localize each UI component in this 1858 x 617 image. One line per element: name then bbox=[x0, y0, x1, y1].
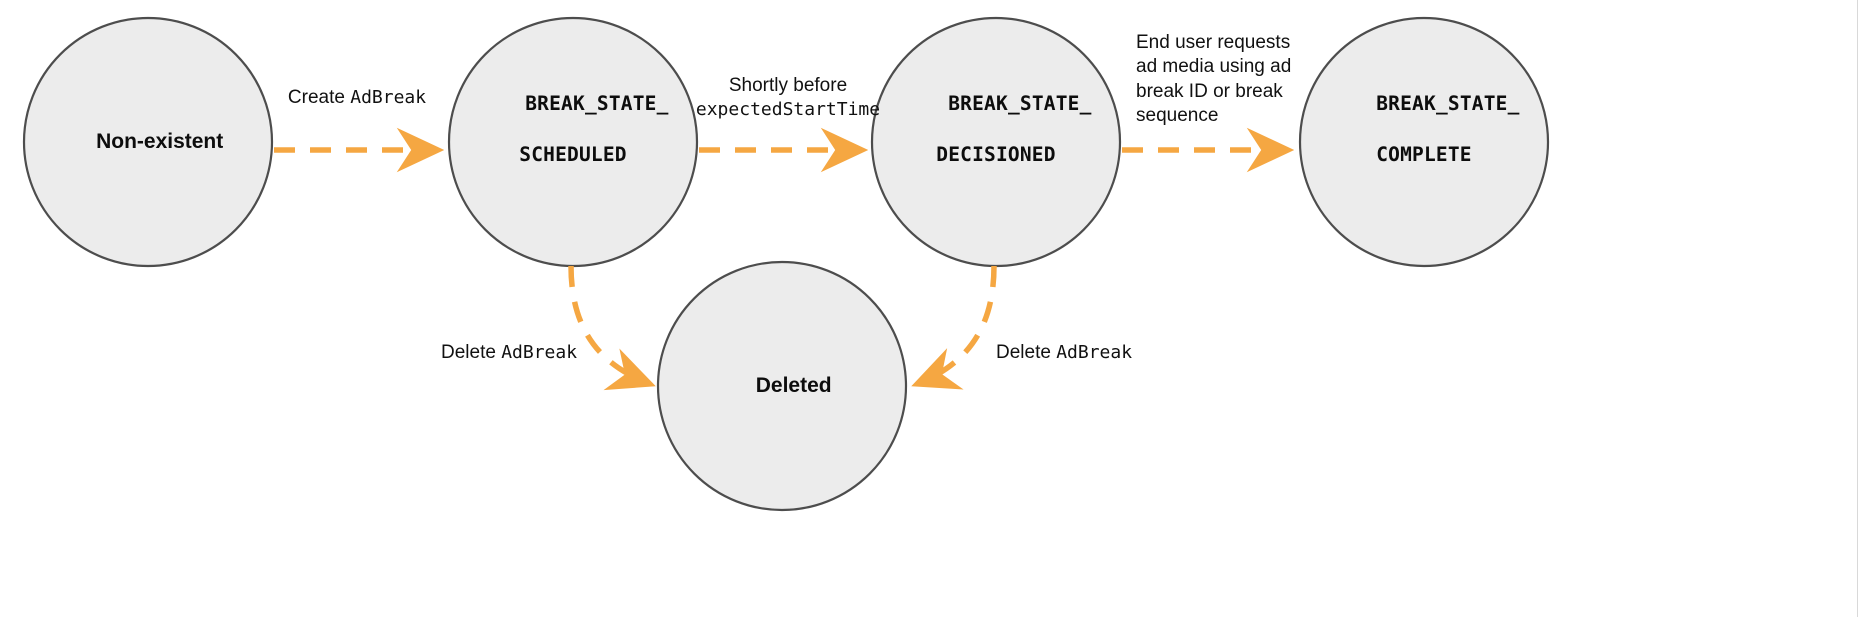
node-break-state-decisioned[interactable] bbox=[870, 16, 1122, 268]
node-non-existent[interactable] bbox=[22, 16, 274, 268]
node-shape-break-state-scheduled[interactable] bbox=[447, 16, 699, 268]
edge-line-delete-adbreak-from-scheduled[interactable] bbox=[568, 265, 656, 391]
node-shape-break-state-complete[interactable] bbox=[1298, 16, 1550, 268]
edge-delete-adbreak-from-decisioned[interactable] bbox=[911, 265, 997, 390]
node-shape-non-existent[interactable] bbox=[22, 16, 274, 268]
edge-delete-adbreak-from-scheduled[interactable] bbox=[568, 265, 656, 391]
node-break-state-complete[interactable] bbox=[1298, 16, 1550, 268]
node-break-state-scheduled[interactable] bbox=[447, 16, 699, 268]
node-shape-deleted[interactable] bbox=[656, 260, 908, 512]
edge-line-delete-adbreak-from-decisioned[interactable] bbox=[911, 265, 997, 390]
node-shape-break-state-decisioned[interactable] bbox=[870, 16, 1122, 268]
node-deleted[interactable] bbox=[656, 260, 908, 512]
